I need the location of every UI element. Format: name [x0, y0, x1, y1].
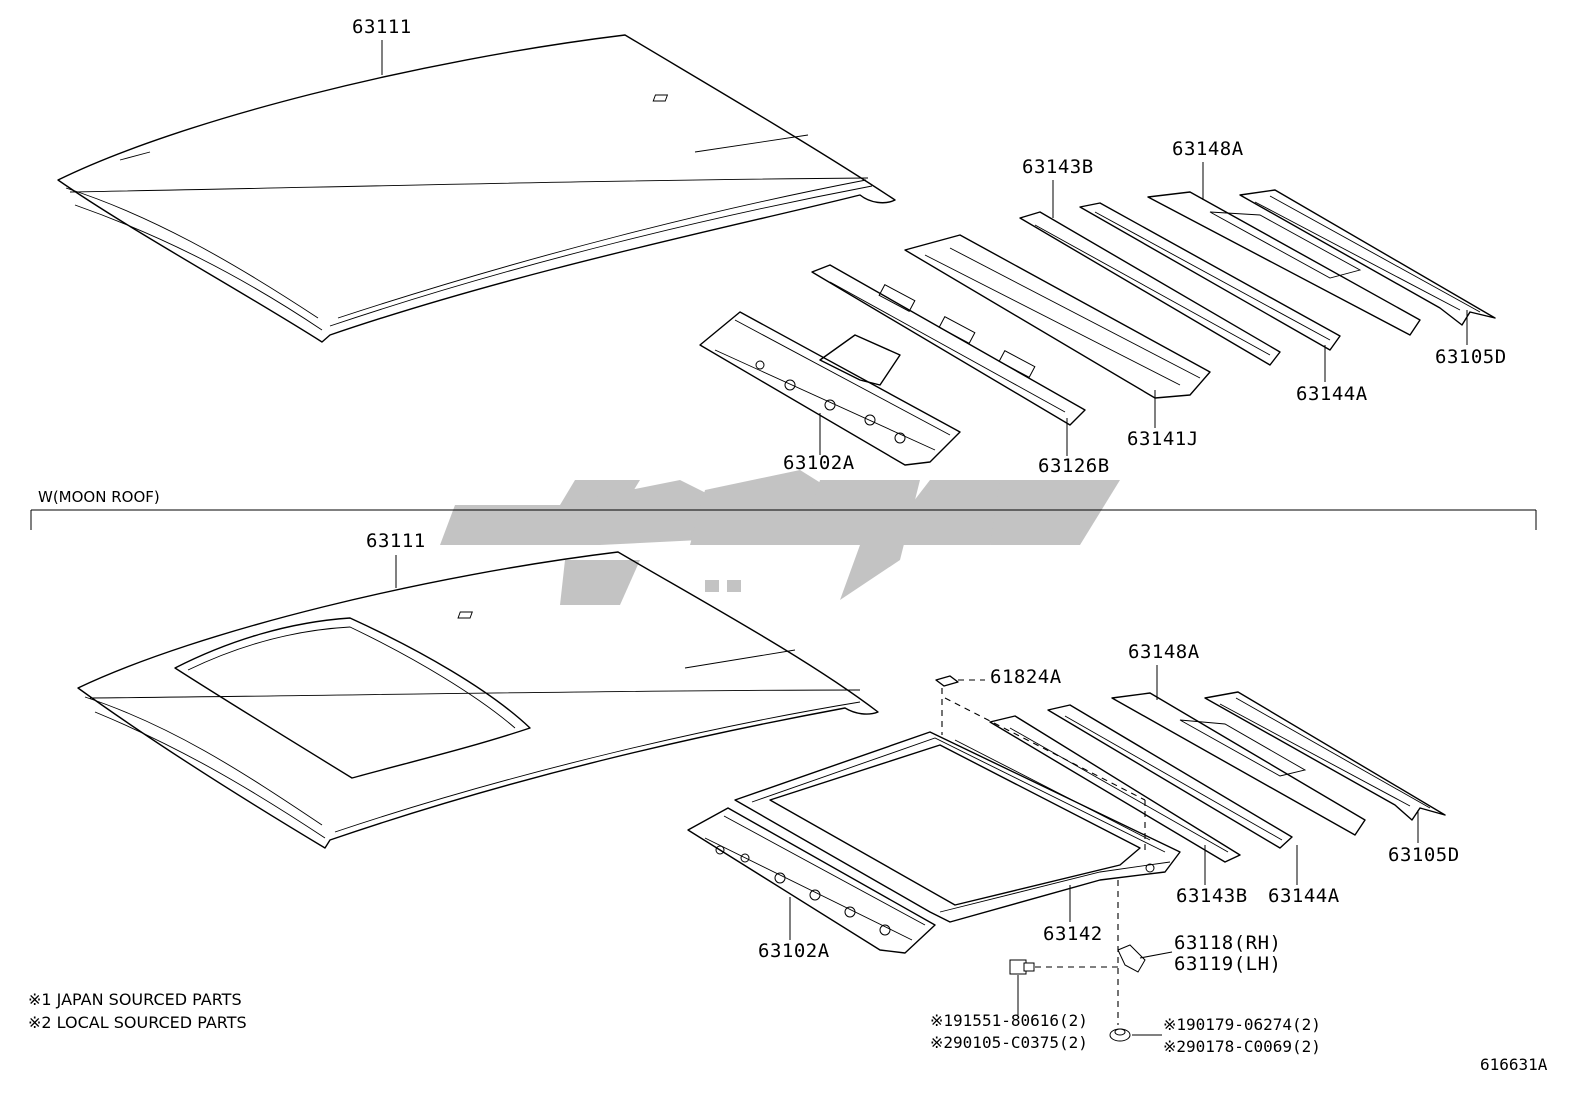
lower-bow-3 [989, 715, 1241, 863]
section-title: W(MOON ROOF) [38, 488, 160, 506]
upper-bow-2-label: 63141J [1127, 428, 1199, 450]
bolt-icon [1009, 959, 1120, 1015]
upper-leaders [381, 40, 1468, 456]
bracket-icon [1117, 944, 1173, 973]
upper-front-header-label: 63102A [783, 452, 855, 474]
upper-bow-4-label: 63144A [1296, 383, 1368, 405]
note-japan-sourced: ※1 JAPAN SOURCED PARTS [28, 990, 242, 1009]
diagram-code: 616631A [1480, 1055, 1548, 1074]
upper-rear-header-label: 63105D [1435, 346, 1507, 368]
upper-bow-2 [904, 234, 1211, 399]
lower-bow-3-label: 63143B [1176, 885, 1248, 907]
upper-bow-4 [1079, 202, 1341, 351]
upper-bow-1-label: 63126B [1038, 455, 1110, 477]
upper-bow-1 [811, 264, 1086, 426]
nut-part-2: ※290178-C0069(2) [1163, 1037, 1321, 1056]
note-local-sourced: ※2 LOCAL SOURCED PARTS [28, 1013, 247, 1032]
lower-reinforcement-label: 63142 [1043, 923, 1103, 945]
lower-bow-4 [1047, 704, 1293, 849]
nut-icon [1109, 880, 1162, 1042]
lower-patch [935, 675, 1146, 850]
bracket-lh-label: 63119(LH) [1174, 953, 1282, 975]
lower-roof-panel [77, 551, 879, 849]
lower-rear-header-label: 63105D [1388, 844, 1460, 866]
lower-front-header-label: 63102A [758, 940, 830, 962]
upper-bow-5-label: 63148A [1172, 138, 1244, 160]
upper-roof-panel-label: 63111 [352, 16, 412, 38]
bracket-rh-label: 63118(RH) [1174, 932, 1282, 954]
upper-bow-3-label: 63143B [1022, 156, 1094, 178]
watermark-logo [440, 470, 1120, 605]
upper-front-header [699, 311, 961, 466]
lower-bow-4-label: 63144A [1268, 885, 1340, 907]
upper-bow-5 [1147, 191, 1421, 336]
lower-leaders [395, 555, 1419, 940]
upper-bow-3 [1019, 211, 1281, 366]
lower-moonroof-reinforcement [734, 731, 1181, 923]
lower-bow-5 [1111, 692, 1366, 836]
upper-rear-header [1239, 189, 1496, 326]
section-divider [30, 509, 1537, 530]
lower-front-header [687, 807, 936, 954]
lower-patch-label: 61824A [990, 666, 1062, 688]
lower-rear-header [1204, 691, 1446, 821]
nut-part-1: ※190179-06274(2) [1163, 1015, 1321, 1034]
upper-roof-panel [57, 34, 896, 343]
bolt-part-1: ※191551-80616(2) [930, 1011, 1088, 1030]
bolt-part-2: ※290105-C0375(2) [930, 1033, 1088, 1052]
lower-roof-panel-label: 63111 [366, 530, 426, 552]
lower-bow-5-label: 63148A [1128, 641, 1200, 663]
